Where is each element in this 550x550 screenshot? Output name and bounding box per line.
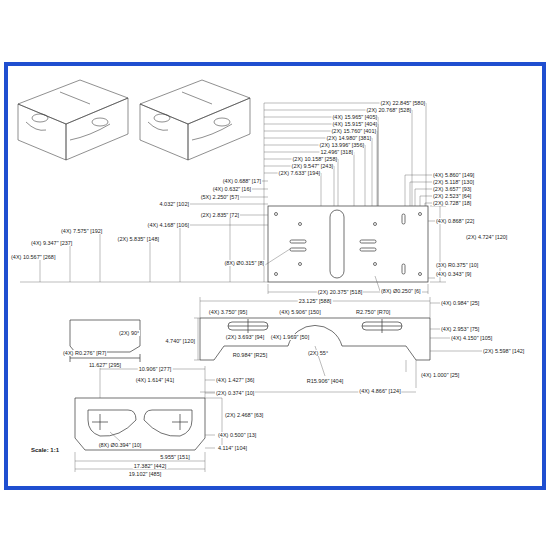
dimension-label: (2X) 55° (307, 350, 329, 356)
dimension-label: (4X) 1.427" [36] (215, 377, 255, 383)
dimension-label: (2X) 20.375" [518] (317, 289, 363, 295)
dimension-label: (2X) 2.835" [72] (200, 212, 240, 218)
dimension-label: (4X) 15.965" [405] (332, 114, 378, 120)
dimension-label: (4X) 0.343" [9] (435, 271, 472, 277)
side-view (75, 398, 205, 450)
dimension-label: (4X) 2.953" [75] (440, 326, 480, 332)
dimension-label: (4X) 15.915" [404] (332, 121, 378, 127)
dimension-label: (2X) 13.996" [356] (319, 142, 365, 148)
dimension-label: (4X) 0.500" [13] (217, 432, 257, 438)
front-dims (194, 297, 482, 392)
dimension-label: (2X) 9.547" [243] (291, 163, 334, 169)
dimension-label: (8X) Ø0.315" [8] (223, 260, 265, 266)
dimension-label: (2X) 0.374" [10] (215, 390, 255, 396)
dimension-label: (4X) 5.860" [149] (432, 172, 475, 178)
frame (6, 64, 544, 488)
dimension-label: 17.382" [442] (133, 463, 168, 469)
dimension-label: (2X) 10.158" [258] (292, 156, 338, 162)
dimension-label: (2X) 7.633" [194] (278, 170, 321, 176)
dimension-label: 11.627" [295] (88, 362, 122, 368)
dimension-label: (2X) 15.760" [401] (331, 128, 377, 134)
dimension-label: 12.496" [318] (319, 149, 354, 155)
dimension-label: (4X) 1.000" [25] (420, 372, 460, 378)
dimension-label: (4X) 0.688" [17] (222, 178, 262, 184)
dimension-label: (4X) 4.866" [124] (358, 388, 401, 394)
dimension-label: (4X) 0.984" [25] (440, 300, 480, 306)
dimension-lines (20, 103, 446, 294)
iso-sketches (18, 80, 250, 160)
dimension-label: (4X) 5.906" [150] (278, 309, 321, 315)
dimension-label: R2.750" [R70] (355, 309, 391, 315)
dimension-label: (8X) Ø0.250" [6] (380, 288, 422, 294)
dimension-label: 4.114" [104] (217, 445, 248, 451)
dimension-label: (2X) 5.835" [148] (117, 236, 160, 242)
dimension-label: (2X) 14.980" [381] (326, 135, 372, 141)
dimension-label: (8X) Ø0.394" [10] (98, 442, 143, 448)
top-view (268, 206, 428, 282)
dimension-label: (4X) 0.868" [22] (435, 218, 475, 224)
side-dims (75, 366, 222, 472)
dimension-label: (2X) 2.468" [63] (224, 412, 264, 418)
dimension-label: 4.740" [120] (165, 338, 196, 344)
dimension-label: (4X) 0.632" [16] (212, 186, 252, 192)
dimension-label: 10.906" [277] (138, 366, 173, 372)
dimension-label: (2X) 4.724" [120] (465, 234, 508, 240)
dimension-label: 23.125" [588] (298, 298, 333, 304)
dimension-label: (4X) R0.276" [R7] (62, 350, 107, 356)
dimension-label: R0.984" [R25] (232, 352, 268, 358)
dimension-label: (2X) 5.118" [130] (432, 179, 475, 185)
dimension-label: 5.955" [151] (159, 454, 190, 460)
dimension-label: R15.906" [404] (306, 378, 345, 384)
dimension-label: (2X) 2.523" [64] (432, 193, 472, 199)
dimension-label: (2X) 3.657" [93] (432, 186, 472, 192)
dimension-label: (2X) 0.728" [18] (432, 200, 472, 206)
dimension-label: (3X) R0.375" [10] (435, 262, 479, 268)
dimension-label: 19.102" [485] (128, 471, 163, 477)
dimension-label: (4X) 3.750" [95] (208, 309, 248, 315)
dimension-label: (4X) 7.575" [192] (60, 228, 103, 234)
dimension-label: (2X) 20.768" [528] (366, 107, 412, 113)
dimension-label: (4X) 10.567" [268] (10, 254, 56, 260)
dimension-label: (2X) 90° (118, 330, 140, 336)
dimension-label: (4X) 4.168" [106] (147, 222, 190, 228)
dimension-label: (5X) 2.250" [57] (200, 194, 240, 200)
dimension-label: (4X) 1.969" [50] (270, 334, 310, 340)
dimension-label: (2X) 5.598" [142] (482, 348, 525, 354)
dimension-label: (4X) 4.150" [105] (450, 335, 493, 341)
dimension-label: 4.032" [102] (159, 201, 190, 207)
dimension-label: (2X) 22.845" [580] (380, 100, 426, 106)
dimension-label: (4X) 1.614" [41] (135, 377, 175, 383)
scale-note: Scale: 1:1 (30, 447, 60, 453)
dimension-label: (4X) 9.347" [237] (30, 240, 73, 246)
front-view (200, 318, 430, 360)
dimension-label: (2X) 3.693" [94] (225, 334, 265, 340)
